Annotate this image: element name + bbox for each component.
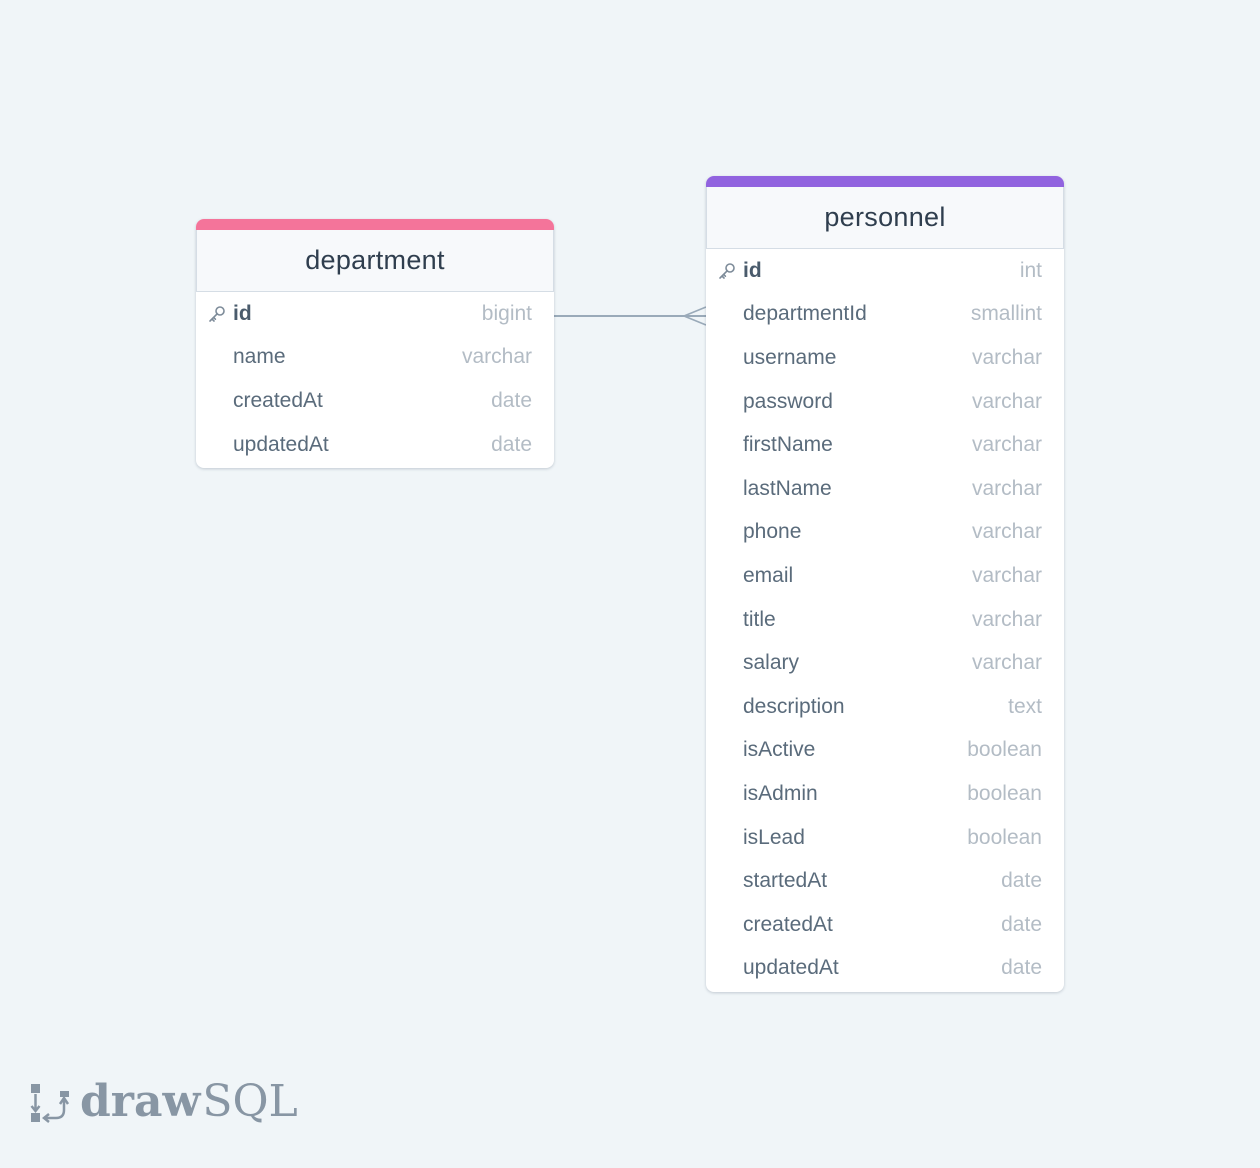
column-row-id[interactable]: id int	[706, 249, 1064, 293]
column-row-updatedat[interactable]: updatedAt date	[196, 423, 554, 467]
column-row-password[interactable]: password varchar	[706, 380, 1064, 424]
column-type: boolean	[967, 738, 1042, 762]
column-name: description	[743, 694, 845, 718]
column-type: bigint	[481, 301, 532, 325]
table-personnel[interactable]: personnel id int departmentId smallint usern…	[706, 176, 1064, 993]
column-type: smallint	[970, 302, 1042, 326]
table-columns: id int departmentId smallint username varchar…	[706, 249, 1064, 992]
column-row-salary[interactable]: salary varchar	[706, 641, 1064, 685]
column-row-firstname[interactable]: firstName varchar	[706, 423, 1064, 467]
column-row-islead[interactable]: isLead boolean	[706, 816, 1064, 860]
column-type: boolean	[967, 825, 1042, 849]
column-type: varchar	[461, 345, 532, 369]
crows-foot-marker	[683, 306, 707, 326]
column-name: createdAt	[743, 912, 833, 936]
logo-draw-text: draw	[80, 1076, 201, 1127]
column-row-startedat[interactable]: startedAt date	[706, 859, 1064, 903]
drawsql-logo-icon	[30, 1084, 70, 1123]
column-name: isLead	[743, 825, 805, 849]
column-name: firstName	[743, 433, 833, 457]
column-row-lastname[interactable]: lastName varchar	[706, 467, 1064, 511]
column-type: varchar	[971, 476, 1042, 500]
column-name: createdAt	[233, 388, 323, 412]
primary-key-icon	[207, 304, 227, 324]
column-row-title[interactable]: title varchar	[706, 598, 1064, 642]
column-name: username	[743, 345, 837, 369]
drawsql-logo[interactable]: drawSQL	[30, 1078, 298, 1126]
table-accent-bar	[196, 219, 554, 230]
column-type: varchar	[971, 607, 1042, 631]
column-row-departmentid[interactable]: departmentId smallint	[706, 293, 1064, 337]
column-row-phone[interactable]: phone varchar	[706, 511, 1064, 555]
column-type: int	[1019, 258, 1042, 282]
table-accent-bar	[706, 176, 1064, 187]
column-row-email[interactable]: email varchar	[706, 554, 1064, 598]
column-type: date	[491, 432, 532, 456]
column-row-updatedat[interactable]: updatedAt date	[706, 947, 1064, 991]
column-type: varchar	[971, 563, 1042, 587]
table-department[interactable]: department id bigint name varchar createdAt d…	[196, 219, 554, 469]
column-name: email	[743, 563, 794, 587]
column-row-isactive[interactable]: isActive boolean	[706, 729, 1064, 773]
column-row-isadmin[interactable]: isAdmin boolean	[706, 772, 1064, 816]
logo-sql-text: SQL	[202, 1076, 298, 1127]
column-type: varchar	[971, 345, 1042, 369]
table-title[interactable]: department	[196, 230, 554, 292]
column-row-createdat[interactable]: createdAt date	[196, 379, 554, 423]
column-name: lastName	[743, 476, 832, 500]
column-name: id	[743, 258, 762, 282]
column-type: date	[1001, 956, 1042, 980]
column-name: isActive	[743, 738, 816, 762]
column-type: varchar	[971, 651, 1042, 675]
column-name: salary	[743, 651, 800, 675]
column-name: phone	[743, 520, 802, 544]
table-title[interactable]: personnel	[706, 187, 1064, 249]
column-type: varchar	[971, 520, 1042, 544]
column-type: date	[1001, 869, 1042, 893]
column-row-id[interactable]: id bigint	[196, 292, 554, 336]
column-type: date	[491, 388, 532, 412]
column-type: varchar	[971, 433, 1042, 457]
column-name: password	[743, 389, 833, 413]
column-name: isAdmin	[743, 781, 818, 805]
column-type: text	[1008, 694, 1042, 718]
column-row-username[interactable]: username varchar	[706, 336, 1064, 380]
column-name: id	[233, 301, 252, 325]
column-name: updatedAt	[743, 956, 839, 980]
column-name: name	[233, 345, 286, 369]
primary-key-icon	[717, 261, 737, 281]
column-row-description[interactable]: description text	[706, 685, 1064, 729]
column-type: date	[1001, 912, 1042, 936]
column-type: boolean	[967, 781, 1042, 805]
column-row-createdat[interactable]: createdAt date	[706, 903, 1064, 947]
column-type: varchar	[971, 389, 1042, 413]
column-name: departmentId	[743, 302, 867, 326]
column-row-name[interactable]: name varchar	[196, 336, 554, 380]
column-name: title	[743, 607, 776, 631]
drawsql-logo-text: drawSQL	[80, 1080, 298, 1124]
column-name: startedAt	[743, 869, 828, 893]
column-name: updatedAt	[233, 432, 329, 456]
